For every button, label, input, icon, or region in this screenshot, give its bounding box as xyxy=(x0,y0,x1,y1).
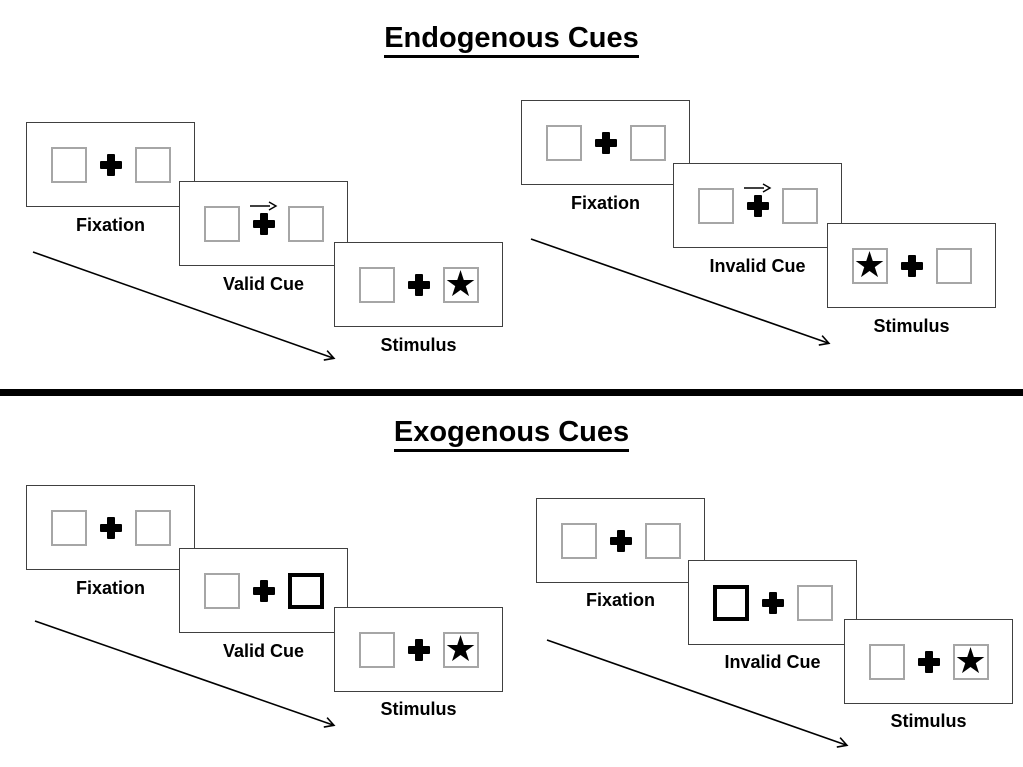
fixation-cross-icon xyxy=(99,516,122,539)
fixation-cross-icon xyxy=(609,529,632,552)
cue-arrow-icon xyxy=(743,182,771,193)
right-box: ★ xyxy=(442,628,479,670)
star-icon: ★ xyxy=(444,263,477,305)
star-icon: ★ xyxy=(444,628,477,670)
right-box: ★ xyxy=(952,640,989,682)
panel-label: Stimulus xyxy=(380,335,457,355)
left-box xyxy=(50,146,87,183)
timeline-arrow-icon xyxy=(32,251,336,361)
fixation-cross-icon xyxy=(99,153,122,176)
left-box xyxy=(203,572,240,609)
endogenous-cues-title: Endogenous Cues xyxy=(0,22,1023,58)
left-box xyxy=(203,205,240,242)
star-icon: ★ xyxy=(853,244,886,286)
left-box xyxy=(50,509,87,546)
right-box xyxy=(629,124,666,161)
timeline-arrow-icon xyxy=(546,639,849,748)
fixation-cross-icon xyxy=(746,194,769,217)
fixation-cross-icon xyxy=(252,579,275,602)
cue-highlight-box xyxy=(287,572,324,609)
right-box xyxy=(796,584,833,621)
fixation-cross-icon xyxy=(252,212,275,235)
cue-panel xyxy=(673,163,842,248)
exogenous-cues-title: Exogenous Cues xyxy=(0,416,1023,452)
left-box xyxy=(358,266,395,303)
panel-label: Stimulus xyxy=(890,711,967,731)
panel-label: Fixation xyxy=(75,215,145,235)
right-box xyxy=(644,522,681,559)
cue-panel xyxy=(688,560,857,645)
timeline-arrow-icon xyxy=(34,620,336,728)
panel-label: Stimulus xyxy=(380,699,457,719)
stimulus-panel: ★ xyxy=(844,619,1013,704)
cue-arrow-icon xyxy=(249,200,277,211)
right-box xyxy=(935,247,972,284)
star-icon: ★ xyxy=(954,640,987,682)
panel-label: Fixation xyxy=(570,193,640,213)
right-box xyxy=(134,509,171,546)
fixation-panel xyxy=(26,485,195,570)
stimulus-panel: ★ xyxy=(334,242,503,327)
left-box xyxy=(697,187,734,224)
fixation-cross-icon xyxy=(900,254,923,277)
right-box: ★ xyxy=(442,263,479,305)
fixation-cross-icon xyxy=(407,273,430,296)
fixation-cross-icon xyxy=(917,650,940,673)
cue-highlight-box xyxy=(712,584,749,621)
cue-panel xyxy=(179,181,348,266)
left-box: ★ xyxy=(851,244,888,286)
fixation-panel xyxy=(26,122,195,207)
panel-label: Valid Cue xyxy=(222,274,305,294)
stimulus-panel: ★ xyxy=(827,223,996,308)
left-box xyxy=(358,631,395,668)
right-box xyxy=(287,205,324,242)
panel-label: Fixation xyxy=(585,590,655,610)
timeline-arrow-icon xyxy=(530,238,831,346)
panel-label: Valid Cue xyxy=(222,641,305,661)
panel-label: Fixation xyxy=(75,578,145,598)
panel-label: Invalid Cue xyxy=(709,256,806,276)
right-box xyxy=(781,187,818,224)
fixation-cross-icon xyxy=(407,638,430,661)
fixation-cross-icon xyxy=(761,591,784,614)
panel-label: Invalid Cue xyxy=(724,652,821,672)
left-box xyxy=(560,522,597,559)
section-divider xyxy=(0,389,1023,396)
left-box xyxy=(545,124,582,161)
stimulus-panel: ★ xyxy=(334,607,503,692)
panel-label: Stimulus xyxy=(873,316,950,336)
left-box xyxy=(868,643,905,680)
fixation-panel xyxy=(521,100,690,185)
fixation-cross-icon xyxy=(594,131,617,154)
cue-panel xyxy=(179,548,348,633)
fixation-panel xyxy=(536,498,705,583)
right-box xyxy=(134,146,171,183)
